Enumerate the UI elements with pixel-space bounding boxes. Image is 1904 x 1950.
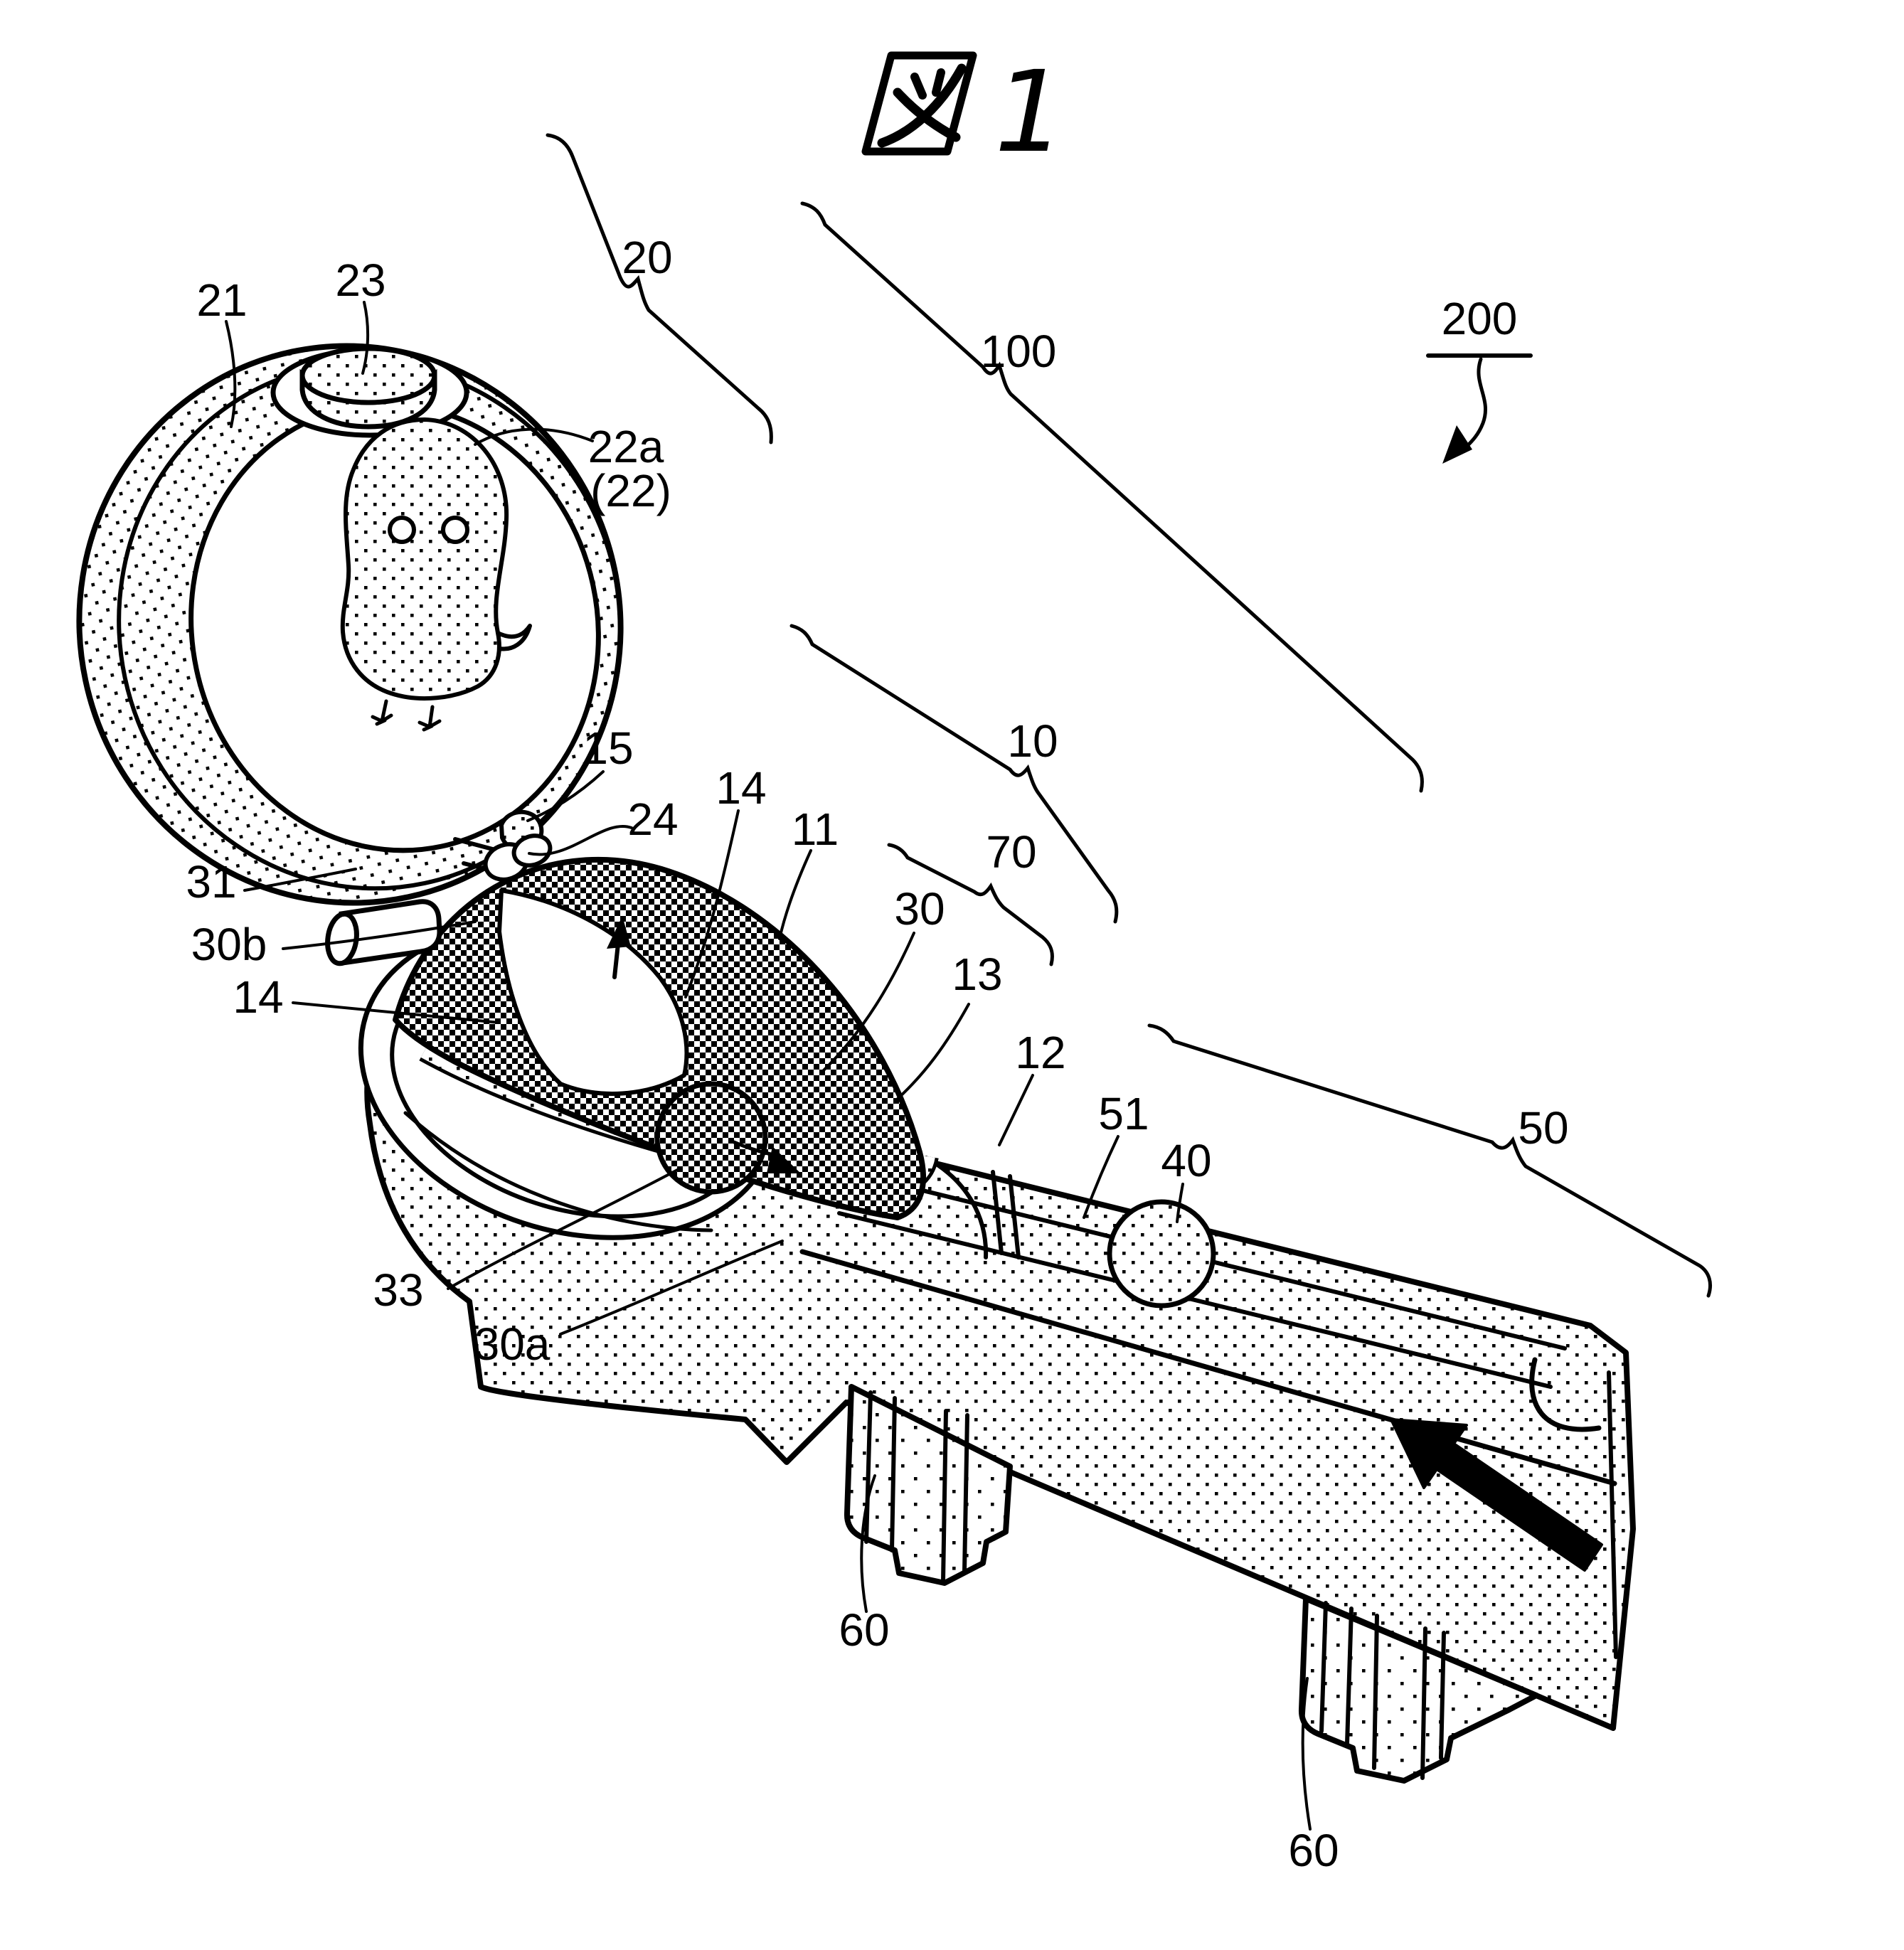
ref-label-60a: 60 [839, 1604, 889, 1656]
leader-22a [474, 427, 594, 446]
leader-31 [243, 868, 357, 892]
brace-50 [1147, 1023, 1712, 1298]
ref-label-21: 21 [196, 275, 247, 326]
ref-label-10: 10 [1007, 715, 1058, 767]
leader-lines [225, 301, 1312, 1831]
ref-label-200: 200 [1442, 293, 1518, 344]
brace-70 [887, 843, 1054, 966]
ref-label-20: 20 [622, 232, 672, 283]
ref-label-100: 100 [981, 326, 1057, 377]
ref200-arrow-icon [1426, 353, 1533, 464]
bird-character-22a [340, 417, 532, 732]
ref-label-30b: 30b [191, 919, 267, 970]
leader-30 [820, 932, 915, 1074]
chute-end-corner [1587, 1323, 1629, 1355]
ref-label-51: 51 [1098, 1088, 1149, 1139]
leader-33 [447, 1166, 683, 1290]
leader-11 [778, 849, 812, 940]
ref-label-22: (22) [590, 465, 671, 516]
foot-ribs [1319, 1601, 1446, 1780]
bird-eye-left [388, 516, 416, 544]
ref-label-14l: 14 [233, 971, 283, 1023]
ball-40 [1107, 1199, 1216, 1309]
reference-braces [546, 133, 1712, 1298]
hinge-cylinder-31 [339, 899, 442, 966]
channel-end-arc [1529, 1357, 1602, 1432]
brace-20 [546, 133, 773, 444]
leader-24 [528, 825, 633, 856]
ref-label-50: 50 [1518, 1102, 1568, 1154]
brace-10 [789, 624, 1119, 924]
ref-label-23: 23 [335, 255, 385, 306]
channel-front-edge [837, 1211, 1553, 1389]
bird-eye-right [441, 516, 469, 544]
hinge-assembly [325, 809, 631, 979]
leader-13 [896, 1003, 970, 1100]
ref-label-30: 30 [894, 883, 945, 934]
inner-plate-14 [497, 888, 689, 1096]
ref-label-12: 12 [1015, 1027, 1065, 1078]
inner-ball-33 [654, 1081, 768, 1195]
leader-40 [1176, 1183, 1184, 1223]
ref-label-70: 70 [986, 826, 1036, 878]
leader-30a [559, 1240, 784, 1336]
ref-label-14u: 14 [716, 762, 766, 814]
ref-label-13: 13 [952, 949, 1002, 1000]
leader-12 [998, 1074, 1034, 1146]
leader-60b [1301, 1677, 1312, 1831]
ref-label-30a: 30a [474, 1318, 551, 1370]
disc-23 [299, 346, 437, 405]
bird-tail [496, 624, 532, 651]
big-flow-arrow-icon [1390, 1418, 1603, 1572]
bird-feet [371, 699, 442, 732]
ref-label-15: 15 [583, 723, 633, 774]
brace-100 [800, 201, 1424, 793]
ref-label-22a: 22a [588, 421, 664, 472]
leader-23 [361, 301, 370, 375]
lid-assembly [76, 343, 631, 979]
bowl-cavity-arc [403, 1111, 713, 1232]
leader-21 [225, 320, 237, 428]
ref-label-40: 40 [1161, 1135, 1211, 1186]
chute-end-line [1607, 1370, 1618, 1659]
lid-open-arrow-icon [607, 916, 631, 979]
notch-line-1 [991, 1170, 1004, 1255]
reference-labels: 21 23 20 100 200 22a (22) 15 24 14 11 10… [186, 232, 1568, 1876]
notch-line-2 [1008, 1174, 1021, 1259]
zu-kanji-icon [861, 51, 977, 156]
seam-12-arc [924, 1156, 989, 1259]
ref-label-31: 31 [186, 856, 236, 907]
foot-back-right [1298, 1596, 1539, 1784]
ref-label-60b: 60 [1288, 1825, 1339, 1876]
ref-label-24: 24 [627, 794, 678, 845]
ref-label-11: 11 [792, 804, 839, 855]
foot-ribs [864, 1390, 969, 1584]
figure-number: 1 [994, 47, 1066, 178]
hinge-shaft-24 [511, 833, 553, 868]
leader-60a [860, 1474, 876, 1613]
leader-14l [292, 1001, 501, 1024]
figure-title: 1 [861, 47, 1066, 178]
foot-front-left [844, 1384, 1013, 1586]
chute-front-edge [799, 1249, 1617, 1486]
leader-15 [526, 770, 605, 822]
ref-label-33: 33 [373, 1264, 423, 1316]
leader-30b [282, 920, 477, 950]
leader-14u [684, 809, 740, 998]
leader-51 [1083, 1135, 1119, 1219]
ball-path-arrow-icon [732, 1140, 801, 1173]
